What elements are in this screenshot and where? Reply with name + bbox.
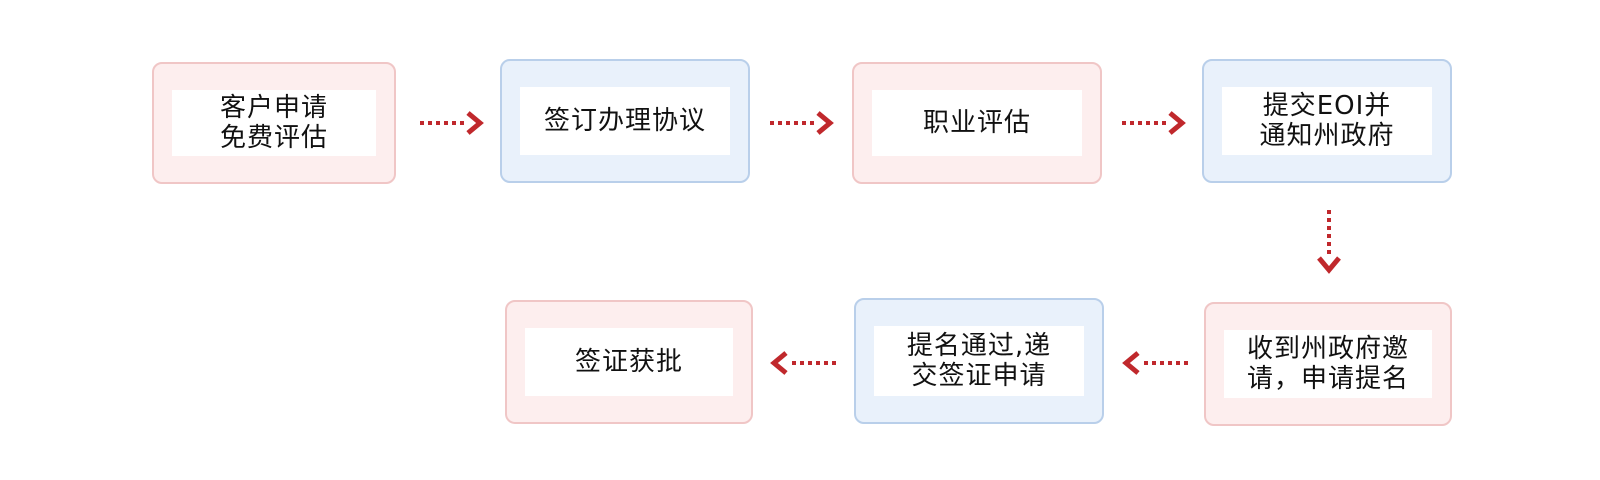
step-box-1: 客户申请 免费评估: [152, 62, 396, 184]
step-inner-4: 提交EOI并 通知州政府: [1222, 87, 1432, 155]
step-box-7: 签证获批: [505, 300, 753, 424]
step-label-7: 签证获批: [574, 347, 683, 377]
step-label-4: 提交EOI并 通知州政府: [1259, 91, 1395, 151]
arrow-right-1: [420, 111, 484, 135]
step-box-4: 提交EOI并 通知州政府: [1202, 59, 1452, 183]
arrow-right-2: [770, 111, 834, 135]
step-label-3: 职业评估: [922, 108, 1031, 138]
arrow-down-1: [1317, 210, 1341, 274]
step-box-3: 职业评估: [852, 62, 1102, 184]
step-inner-3: 职业评估: [872, 90, 1082, 156]
step-inner-5: 收到州政府邀 请，申请提名: [1224, 330, 1432, 398]
step-inner-6: 提名通过,递 交签证申请: [874, 326, 1084, 396]
arrow-left-1: [1122, 351, 1188, 375]
step-label-1: 客户申请 免费评估: [219, 93, 328, 153]
step-label-6: 提名通过,递 交签证申请: [906, 331, 1052, 391]
step-inner-1: 客户申请 免费评估: [172, 90, 376, 156]
step-inner-2: 签订办理协议: [520, 87, 730, 155]
step-label-2: 签订办理协议: [543, 106, 706, 136]
arrow-right-3: [1122, 111, 1186, 135]
arrow-left-2: [770, 351, 836, 375]
step-box-5: 收到州政府邀 请，申请提名: [1204, 302, 1452, 426]
step-box-6: 提名通过,递 交签证申请: [854, 298, 1104, 424]
step-label-5: 收到州政府邀 请，申请提名: [1246, 334, 1409, 394]
step-box-2: 签订办理协议: [500, 59, 750, 183]
step-inner-7: 签证获批: [525, 328, 733, 396]
